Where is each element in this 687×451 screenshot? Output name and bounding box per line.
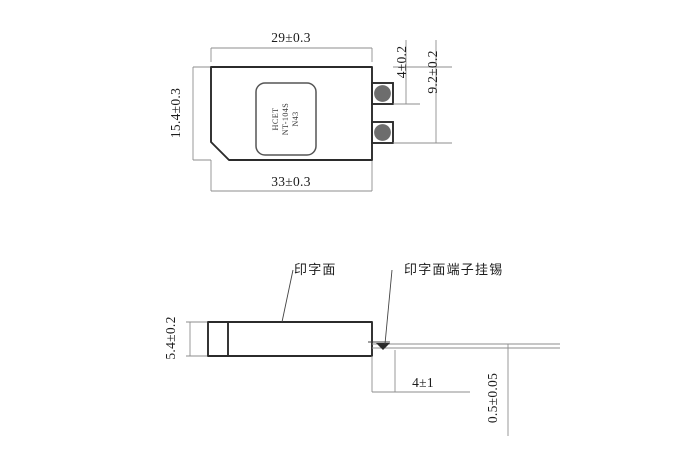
dim-thickness-text-group: 5.4±0.2 (163, 316, 178, 359)
dim-terminal-lines (393, 40, 452, 144)
dim-tab-length-lines (371, 350, 470, 393)
dim-terminal-span-text: 9.2±0.2 (425, 50, 440, 93)
part-label-line3: N43 (291, 111, 300, 126)
dim-tab-thickness-lines (470, 343, 560, 436)
dim-tab-thickness-text-group: 0.5±0.05 (485, 373, 500, 423)
dim-body-height-text-group: 15.4±0.3 (168, 88, 183, 138)
dim-body-width-lines (210, 47, 373, 62)
dim-body-width-text: 29±0.3 (271, 30, 311, 45)
top-view-group: HCET NT-104S N43 (168, 30, 452, 192)
terminal-lead (368, 341, 560, 350)
dim-overall-width-text: 33±0.3 (271, 174, 311, 189)
part-label-text: HCET NT-104S N43 (271, 103, 300, 136)
part-label-line1: HCET (271, 108, 280, 131)
dim-tab-thickness-text: 0.5±0.05 (485, 373, 500, 423)
terminal-upper (371, 82, 394, 105)
terminal-pad-upper-icon (374, 85, 391, 102)
leader-terminal-tinning (384, 269, 393, 345)
dim-overall-width-lines (210, 160, 373, 192)
dim-terminal-offset-text-group: 4±0.2 (394, 46, 409, 79)
dim-thickness-text: 5.4±0.2 (163, 316, 178, 359)
annotation-terminal-tinning: 印字面端子挂锡 (404, 263, 503, 278)
terminal-pad-lower-icon (374, 124, 391, 141)
dim-body-height-text: 15.4±0.3 (168, 88, 183, 138)
annotation-printed-surface: 印字面 (294, 263, 337, 278)
cell-side-outline (207, 321, 373, 357)
dim-terminal-offset-text: 4±0.2 (394, 46, 409, 79)
part-label-plate (255, 82, 317, 156)
side-view-group: 印字面 印字面端子挂锡 5.4±0.2 4±1 0.5±0.05 (163, 263, 560, 436)
leader-printed-surface (281, 269, 294, 323)
terminal-solder-marker-icon (376, 343, 390, 350)
terminal-lower (371, 121, 394, 144)
part-label-line2: NT-104S (281, 103, 290, 136)
dim-terminal-span-text-group: 9.2±0.2 (425, 50, 440, 93)
dim-thickness-lines (186, 321, 208, 357)
dim-body-height-lines (192, 66, 211, 161)
dim-tab-length-text: 4±1 (412, 375, 434, 390)
